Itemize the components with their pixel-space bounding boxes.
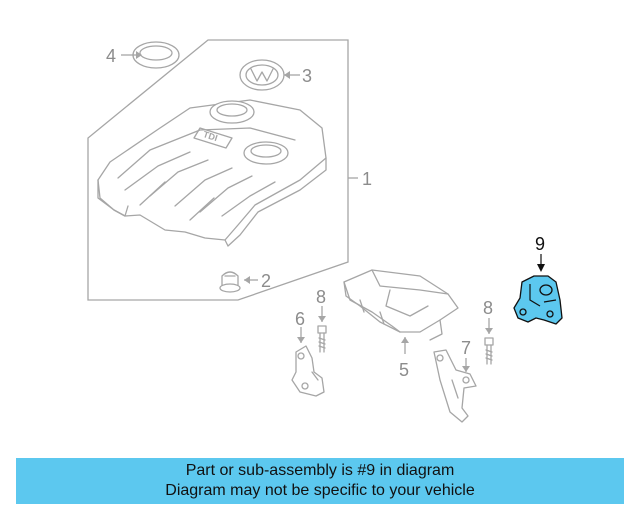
banner-line-2: Diagram may not be specific to your vehi…	[165, 482, 475, 499]
part-2-grommet[interactable]	[219, 271, 241, 293]
callout-8-left: 8	[316, 287, 326, 307]
part-5-mounting-bracket[interactable]	[343, 269, 459, 341]
callout-7: 7	[461, 338, 471, 358]
leader-4-arrow	[136, 51, 142, 59]
callout-6: 6	[295, 309, 305, 329]
callout-1: 1	[362, 169, 372, 189]
leader-5-arrow	[401, 337, 409, 343]
callout-2: 2	[261, 271, 271, 291]
part-3-emblem[interactable]	[239, 59, 285, 91]
callout-4: 4	[106, 46, 116, 66]
callout-9: 9	[535, 234, 545, 254]
part-1-engine-cover[interactable]	[97, 99, 327, 247]
callout-8-right: 8	[483, 298, 493, 318]
leader-8-right-arrow	[485, 328, 493, 334]
part-7-bracket[interactable]	[433, 349, 477, 423]
part-4-seal-ring[interactable]	[132, 41, 180, 69]
parts-diagram: 4 3 TDI 1 2	[87, 39, 563, 423]
leader-7-arrow	[462, 366, 470, 372]
part-8-bolt-right[interactable]	[484, 337, 494, 365]
leader-9-arrow	[537, 264, 545, 272]
banner-line-1: Part or sub-assembly is #9 in diagram	[185, 462, 455, 479]
leader-2-arrow	[244, 276, 250, 284]
leader-3-arrow	[284, 71, 290, 79]
leader-6-arrow	[297, 337, 305, 343]
engine-cover-group-frame	[87, 39, 349, 301]
leader-8-left-arrow	[318, 316, 326, 322]
cover-badge-text: TDI	[202, 129, 219, 143]
callout-5: 5	[399, 360, 409, 380]
info-banner: Part or sub-assembly is #9 in diagram Di…	[16, 458, 624, 504]
part-9-highlighted-bracket[interactable]	[513, 275, 563, 325]
part-6-bracket[interactable]	[291, 345, 325, 397]
callout-3: 3	[302, 66, 312, 86]
part-8-bolt-left[interactable]	[317, 325, 327, 353]
